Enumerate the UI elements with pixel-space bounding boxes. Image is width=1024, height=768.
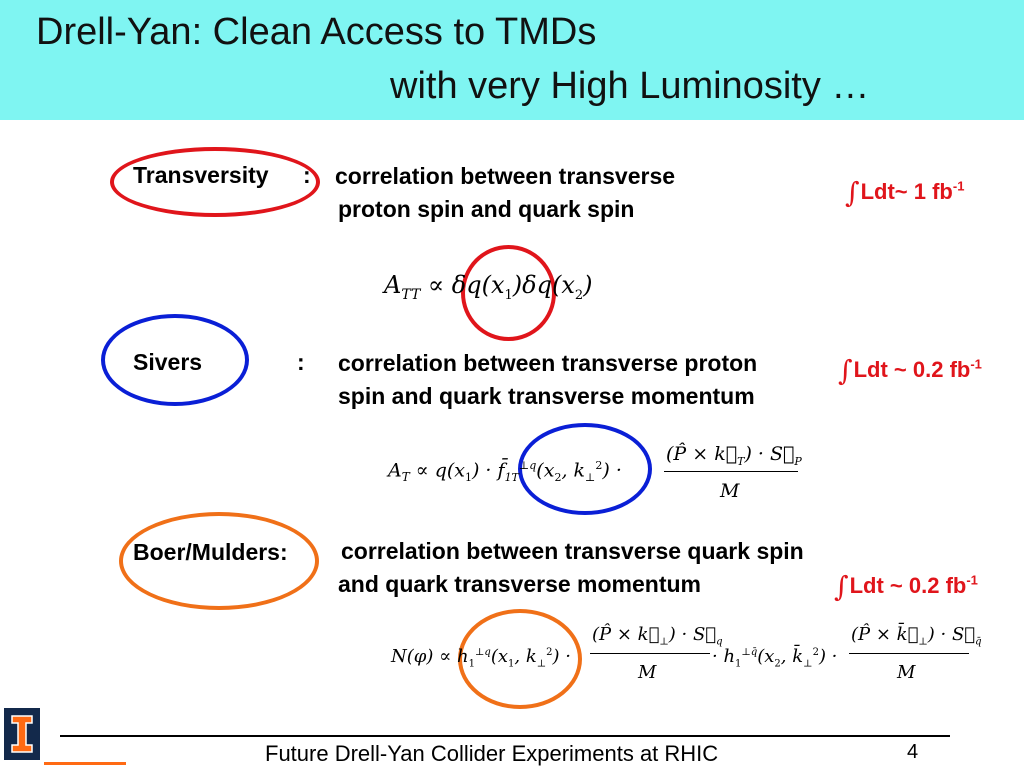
sivers-luminosity: ∫Ldt ~ 0.2 fb-1 [838,354,982,387]
sivers-colon: : [297,349,305,375]
footer-divider [60,735,950,737]
boer-mulders-formula-mid: · h1⊥q̄(x2, k̄⊥2) · [712,646,838,670]
boer-mulders-formula: N(φ) ∝ h1⊥q(x1, k⊥2) · [391,646,571,670]
boer-mulders-label: Boer/Mulders: [133,539,288,565]
boer-mulders-fraction1-denominator: M [638,662,657,683]
boer-mulders-fraction2-numerator: (P̂ × k̄⃗⊥) · S⃗q̄ [851,624,982,648]
transversity-label: Transversity [133,162,269,188]
boer-mulders-fraction2-bar [849,653,969,654]
slide-title-line1: Drell-Yan: Clean Access to TMDs [36,11,597,53]
integral-icon: ∫ [834,570,849,603]
sivers-desc-line2: spin and quark transverse momentum [338,383,755,409]
boer-mulders-highlight-ellipse [119,512,319,610]
boer-mulders-desc-line1: correlation between transverse quark spi… [341,538,804,564]
transversity-formula-ellipse [461,245,556,341]
page-number: 4 [907,741,919,763]
sivers-highlight-ellipse [101,314,249,406]
sivers-fraction-numerator: (P̂ × k⃗T) · S⃗P [666,443,802,468]
footer-text: Future Drell-Yan Collider Experiments at… [265,741,719,766]
sivers-fraction-bar [664,471,798,472]
transversity-luminosity: ∫Ldt~ 1 fb-1 [845,176,965,209]
transversity-colon: : [303,162,311,188]
boer-mulders-luminosity: ∫Ldt ~ 0.2 fb-1 [834,570,978,603]
sivers-asymmetry-formula: AT ∝ q(x1) · f̄1T⊥q(x2, k⊥2) · [388,459,622,485]
block-i-logo-icon [4,708,40,760]
boer-mulders-formula-ellipse [458,609,582,709]
boer-mulders-fraction2-denominator: M [897,662,916,683]
sivers-fraction-denominator: M [720,480,740,502]
boer-mulders-fraction1-numerator: (P̂ × k⃗⊥) · S⃗q [592,624,723,648]
university-logo [4,708,40,760]
sivers-label: Sivers [133,349,203,375]
slide-title-line2: with very High Luminosity … [390,65,870,107]
transversity-asymmetry-formula: ATT ∝ δq(x1)δq(x2) [384,271,593,303]
integral-icon: ∫ [838,354,853,387]
sivers-desc-line1: correlation between transverse proton [338,350,758,376]
boer-mulders-desc-line2: and quark transverse momentum [338,571,702,597]
integral-icon: ∫ [845,176,860,209]
transversity-desc-line1: correlation between transverse [335,163,676,189]
transversity-highlight-ellipse [110,147,320,217]
sivers-formula-ellipse [518,423,652,515]
title-bar [0,0,1024,120]
boer-mulders-fraction1-bar [590,653,710,654]
transversity-desc-line2: proton spin and quark spin [338,196,635,222]
logo-accent-bar [44,762,126,765]
